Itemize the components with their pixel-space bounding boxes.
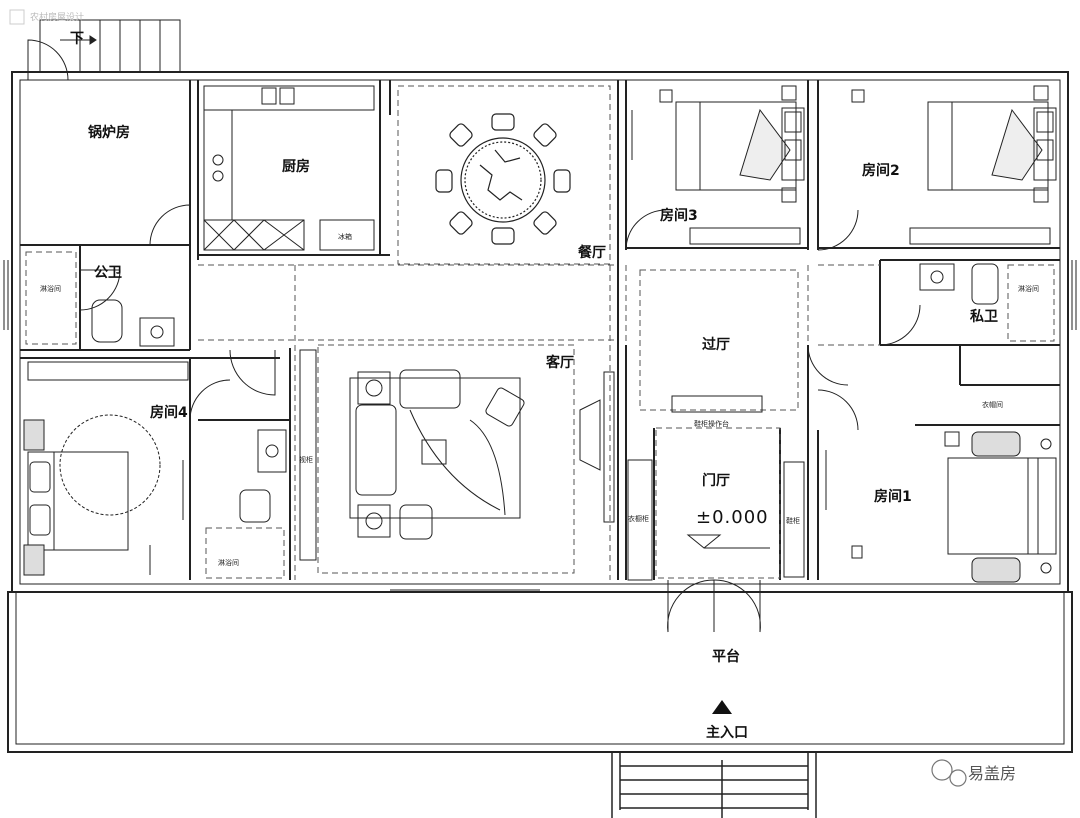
label-main-entrance: 主入口 [706,725,748,741]
label-living-room: 客厅 [546,355,574,371]
stair-direction-label: 下 [70,31,84,47]
watermark-brand: 易盖房 [968,764,1017,783]
watermark-top-text: 农村房屋设计 [30,13,85,23]
label-shower-left: 淋浴间 [40,285,61,293]
terrace-outline [7,591,1073,753]
label-room2: 房间2 [862,163,900,179]
label-counter: 鞋柜操作台 [694,420,729,428]
label-kitchen: 厨房 [282,159,310,175]
label-shower-mid: 淋浴间 [218,559,239,567]
label-tv-cabinet: 视柜 [299,456,313,464]
label-room3: 房间3 [660,208,698,224]
elevation-mark: ±0.000 [696,507,769,528]
label-closet: 衣帽间 [982,401,1003,409]
terrace-inner [15,591,1065,745]
watermark-icon [931,759,967,787]
inner-wall-line [19,79,1061,585]
label-entry-hall: 门厅 [702,473,730,489]
label-platform: 平台 [712,649,740,665]
label-room1: 房间1 [874,489,912,505]
label-shower-right: 淋浴间 [1018,285,1039,293]
label-dining: 餐厅 [578,245,606,261]
label-coat-cabinet: 衣橱柜 [628,515,649,523]
label-private-bath: 私卫 [970,309,998,325]
label-shoe-cabinet: 鞋柜 [786,517,800,525]
label-boiler-room: 锅炉房 [88,125,130,141]
label-fridge: 冰箱 [338,233,352,241]
label-corridor-hall: 过厅 [702,337,730,353]
label-public-bath: 公卫 [94,265,122,281]
label-room4: 房间4 [150,405,188,421]
